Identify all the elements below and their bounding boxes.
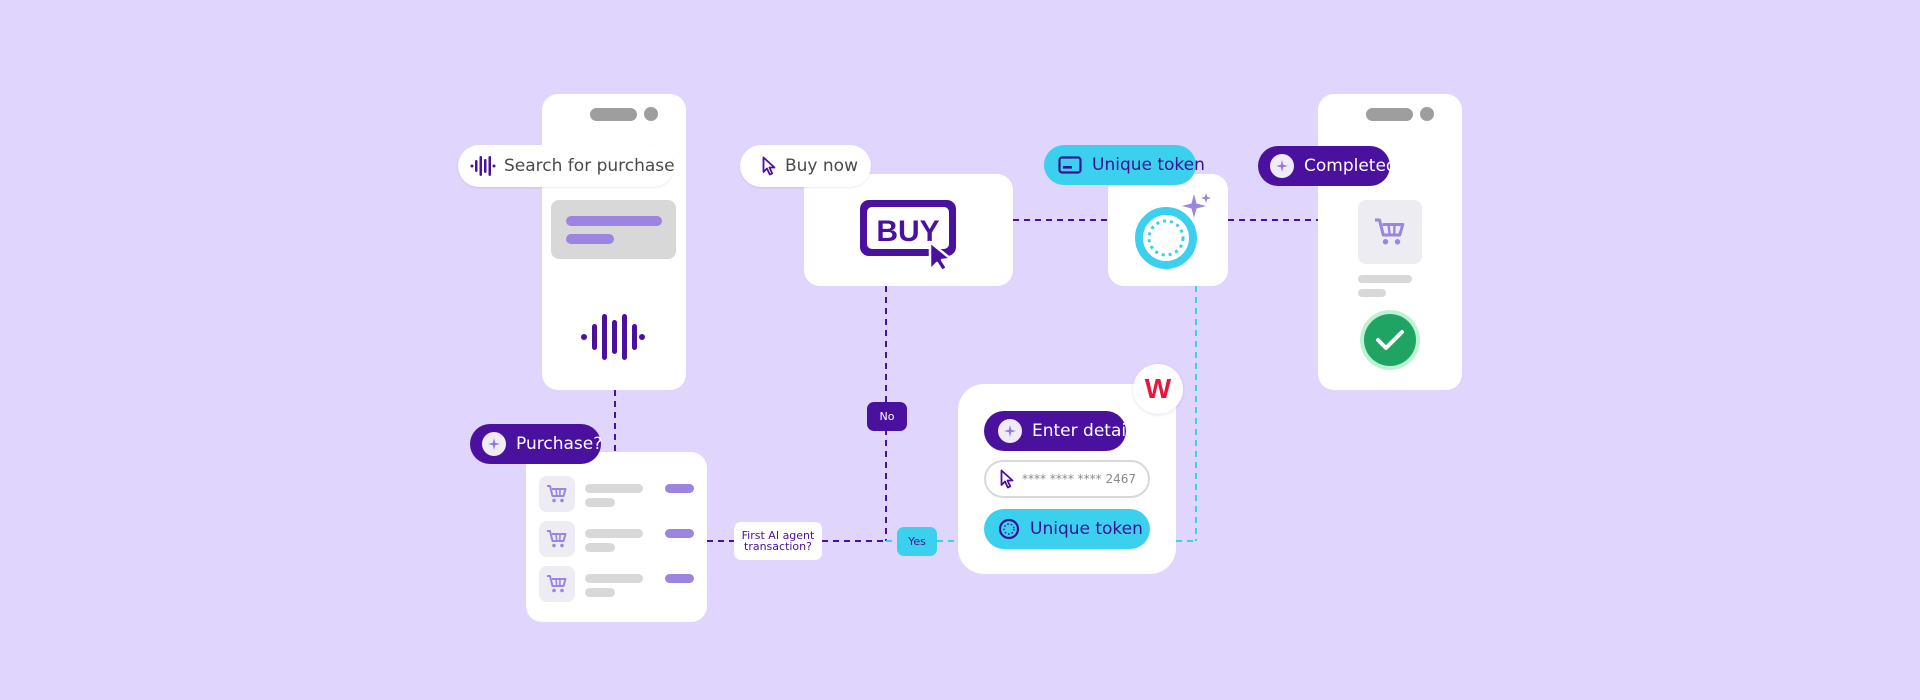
- cursor-icon: [1000, 469, 1014, 489]
- unique-token-button[interactable]: Unique token: [984, 509, 1150, 549]
- unique-token-button-label: Unique token: [1030, 519, 1143, 539]
- voice-wave-icon: [470, 155, 496, 177]
- product-row[interactable]: [539, 566, 699, 602]
- card-icon: [1058, 156, 1082, 174]
- voice-search-phone: [542, 94, 686, 390]
- token-card: [1108, 174, 1228, 286]
- buy-card: BUY: [804, 174, 1013, 286]
- card-number-field[interactable]: **** **** **** 2467: [984, 460, 1150, 498]
- buy-now-label: Buy now: [785, 156, 858, 176]
- phone-camera-dot: [1420, 107, 1434, 121]
- unique-token-label: Unique token: [1092, 155, 1205, 175]
- voice-wave-icon: [580, 312, 646, 366]
- cart-icon: [1358, 200, 1422, 264]
- brand-logo: W: [1133, 364, 1183, 414]
- ai-sparkle-icon: [482, 432, 506, 456]
- cursor-icon: [762, 156, 776, 176]
- first-transaction-question: First AI agent transaction?: [734, 522, 822, 560]
- search-for-purchase-pill[interactable]: Search for purchase: [458, 145, 675, 187]
- checkmark-success-icon: [1364, 314, 1416, 366]
- search-for-purchase-label: Search for purchase: [504, 156, 675, 176]
- cart-icon: [539, 476, 575, 512]
- cart-icon: [539, 566, 575, 602]
- purchase-question-label: Purchase?: [516, 434, 603, 454]
- completed-label: Completed: [1304, 156, 1397, 176]
- phone-notch: [590, 108, 637, 121]
- yes-branch-label: Yes: [897, 527, 937, 556]
- completed-phone: [1318, 94, 1462, 390]
- enrollment-card: Enter details **** **** **** 2467 Unique…: [958, 384, 1176, 574]
- cart-icon: [539, 521, 575, 557]
- ai-sparkle-icon: [1270, 154, 1294, 178]
- phone-camera-dot: [644, 107, 658, 121]
- enter-details-pill[interactable]: Enter details: [984, 411, 1140, 451]
- card-number-value: **** **** **** 2467: [1022, 472, 1136, 486]
- buy-button-icon[interactable]: BUY: [858, 198, 962, 276]
- product-row[interactable]: [539, 476, 699, 512]
- purchase-question-pill[interactable]: Purchase?: [470, 424, 603, 464]
- ai-sparkle-icon: [998, 419, 1022, 443]
- search-result-card: [551, 200, 676, 259]
- product-list-card: [526, 452, 707, 622]
- unique-token-pill[interactable]: Unique token: [1044, 145, 1205, 185]
- no-branch-label: No: [867, 402, 907, 431]
- enter-details-label: Enter details: [1032, 421, 1140, 441]
- buy-now-pill[interactable]: Buy now: [740, 145, 871, 187]
- brand-logo-text: W: [1144, 373, 1172, 404]
- completed-pill[interactable]: Completed: [1258, 146, 1397, 186]
- phone-notch: [1366, 108, 1413, 121]
- product-row[interactable]: [539, 521, 699, 557]
- token-coin-icon: [998, 518, 1020, 540]
- token-coin-icon: [1132, 192, 1212, 276]
